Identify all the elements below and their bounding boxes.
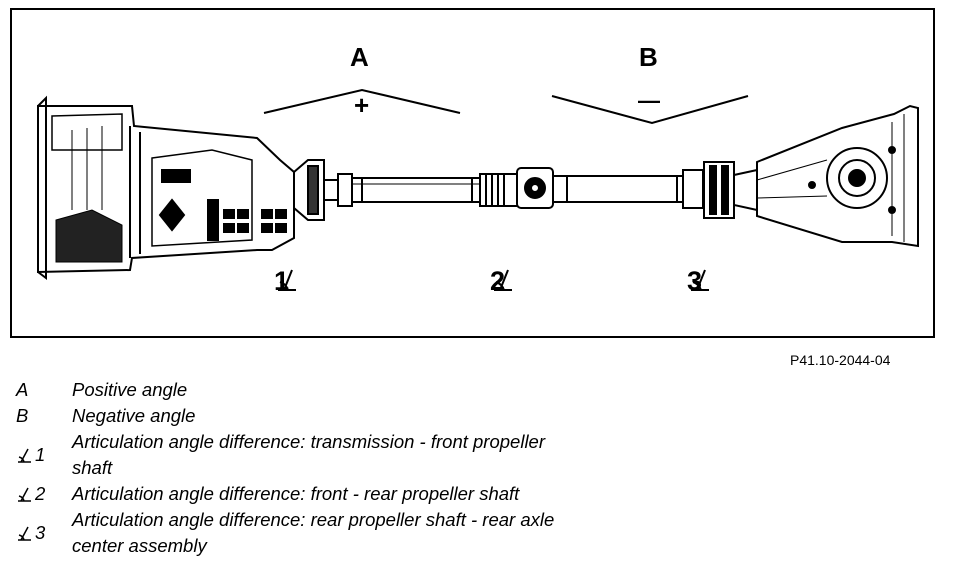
legend-text: Articulation angle difference: transmiss… bbox=[72, 429, 716, 481]
angle-icon bbox=[494, 269, 512, 291]
label-b: B bbox=[639, 42, 658, 72]
angle-icon bbox=[691, 269, 709, 291]
figure-reference: P41.10-2044-04 bbox=[790, 352, 891, 368]
transmission bbox=[37, 95, 295, 280]
positive-sign: + bbox=[354, 90, 370, 120]
diagram-figure: A + B — 1 2 3 bbox=[10, 8, 935, 338]
legend-item-angle-1: 1 Articulation angle difference: transmi… bbox=[16, 429, 716, 481]
rear-propeller-shaft bbox=[552, 169, 704, 209]
drivetrain-illustration bbox=[37, 88, 919, 280]
negative-angle-line bbox=[551, 95, 749, 125]
rear-axle-center-assembly bbox=[756, 104, 919, 248]
legend: A Positive angle B Negative angle 1 Arti… bbox=[16, 377, 716, 559]
legend-text-line: Articulation angle difference: transmiss… bbox=[72, 431, 546, 452]
center-joint bbox=[479, 167, 554, 209]
legend-text-line: center assembly bbox=[72, 535, 207, 556]
legend-text-line: Articulation angle difference: rear prop… bbox=[72, 509, 555, 530]
legend-key: A bbox=[16, 379, 29, 400]
legend-text: Articulation angle difference: rear prop… bbox=[72, 507, 716, 559]
angle-icon bbox=[18, 526, 31, 541]
front-propeller-shaft bbox=[351, 177, 481, 203]
legend-key-number: 1 bbox=[35, 444, 46, 465]
legend-text: Positive angle bbox=[72, 379, 188, 400]
legend-key: B bbox=[16, 405, 29, 426]
legend-item-angle-3: 3 Articulation angle difference: rear pr… bbox=[16, 507, 716, 559]
angle-label-2: 2 bbox=[490, 266, 512, 297]
legend-key: 3 bbox=[16, 507, 72, 559]
legend-key-number: 3 bbox=[35, 522, 46, 543]
legend-key: 1 bbox=[16, 429, 72, 481]
legend-item-b: B Negative angle bbox=[16, 403, 716, 429]
label-a: A bbox=[350, 42, 369, 72]
legend-key: 2 bbox=[16, 481, 72, 507]
legend-text: Negative angle bbox=[72, 405, 196, 426]
angle-icon bbox=[18, 448, 31, 463]
angle-label-1: 1 bbox=[274, 266, 296, 297]
legend-item-a: A Positive angle bbox=[16, 377, 716, 403]
positive-angle-line bbox=[263, 88, 461, 114]
legend-item-angle-2: 2 Articulation angle difference: front -… bbox=[16, 481, 716, 507]
legend-key-number: 2 bbox=[35, 483, 46, 504]
front-joint bbox=[293, 159, 353, 221]
legend-text-line: shaft bbox=[72, 457, 113, 478]
angle-icon bbox=[18, 487, 31, 502]
angle-label-3: 3 bbox=[687, 266, 709, 297]
negative-sign: — bbox=[638, 88, 660, 113]
rear-joint bbox=[703, 161, 758, 219]
angle-icon bbox=[278, 269, 296, 291]
legend-text: Articulation angle difference: front - r… bbox=[72, 483, 520, 504]
